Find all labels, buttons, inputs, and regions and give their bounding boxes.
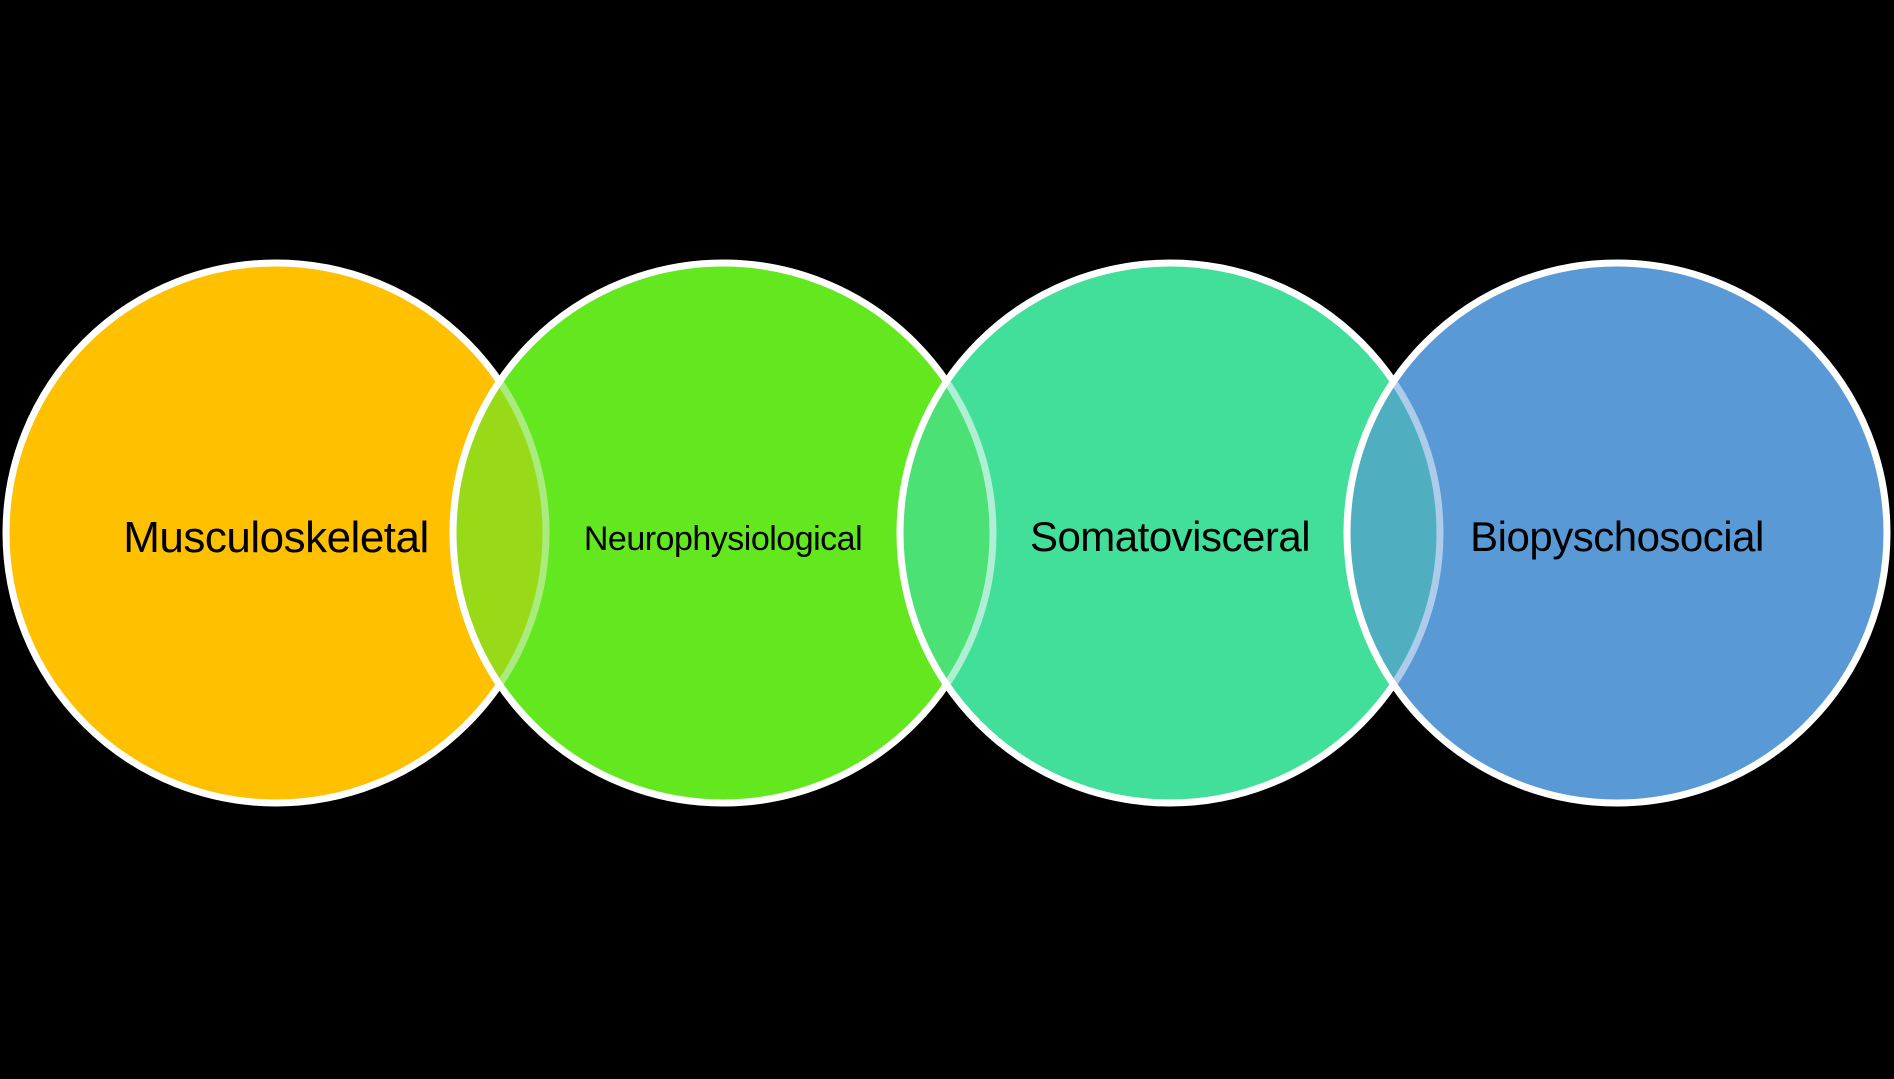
overlap-neurophysiological-border-tint [900,263,997,803]
circle-neurophysiological [453,263,993,803]
label-neurophysiological: Neurophysiological [584,520,862,558]
label-biopyschosocial: Biopyschosocial [1470,513,1764,560]
overlap-musculoskeletal-border-tint [453,263,550,803]
circle-musculoskeletal [6,263,546,803]
circle-biopyschosocial [1347,263,1887,803]
label-musculoskeletal: Musculoskeletal [123,513,429,562]
label-somatovisceral: Somatovisceral [1030,513,1310,560]
overlap-somatovisceral-border-tint [1347,263,1444,803]
circle-biopyschosocial-border [1343,259,1891,807]
circle-somatovisceral [900,263,1440,803]
